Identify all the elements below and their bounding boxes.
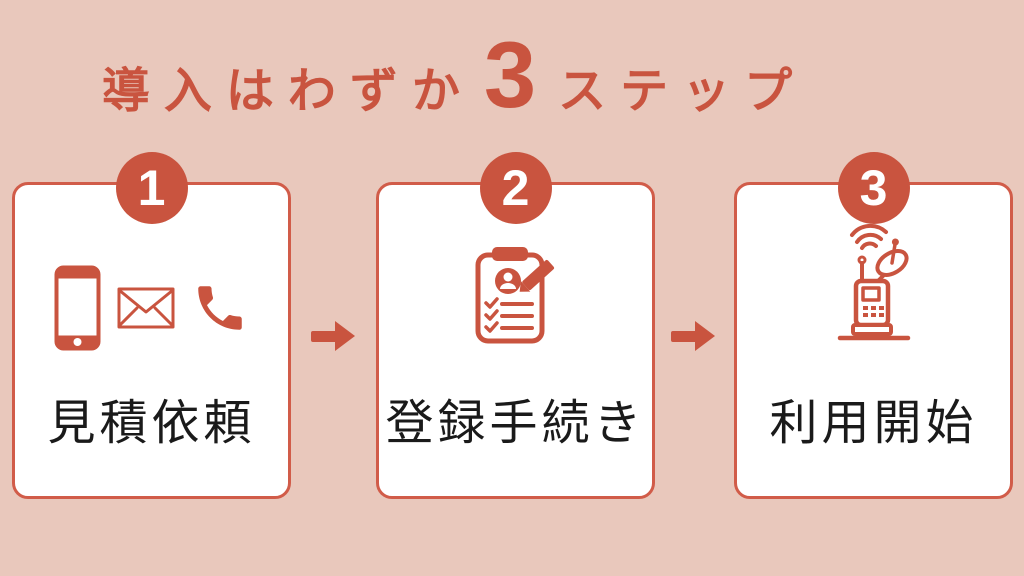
step-number: 3: [859, 160, 888, 216]
right-arrow-icon: [671, 321, 715, 351]
step-card-start-use: 3: [734, 152, 1013, 499]
step-number-badge: 1: [115, 152, 188, 224]
step-label: 利用開始: [769, 397, 978, 450]
step-number-badge: 2: [479, 152, 552, 224]
step-number: 2: [501, 160, 530, 216]
step-card-quote-request: 1: [12, 152, 291, 499]
step-number: 1: [137, 160, 166, 216]
title-prefix: 導入はわずか: [101, 65, 474, 118]
step-card-registration: 2: [376, 152, 655, 499]
satellite-phone-icon: [832, 223, 916, 354]
step-label: 見積依頼: [47, 397, 256, 450]
phone-handset-icon: [191, 279, 249, 342]
step-number-badge: 3: [837, 152, 910, 224]
registration-clipboard-icon: [470, 243, 562, 352]
contact-icons-row: [15, 265, 288, 356]
arrow-shaft: [671, 331, 697, 342]
arrow-head: [335, 321, 355, 351]
title-suffix: ステップ: [558, 65, 807, 118]
right-arrow-icon: [311, 321, 355, 351]
arrow-shaft: [311, 331, 337, 342]
envelope-icon: [117, 287, 175, 334]
step-label: 登録手続き: [385, 397, 646, 450]
title-step-count: 3: [483, 22, 537, 127]
page-title: 導入はわずか 3 ステップ: [0, 28, 966, 122]
arrow-head: [695, 321, 715, 351]
smartphone-icon: [54, 265, 101, 356]
